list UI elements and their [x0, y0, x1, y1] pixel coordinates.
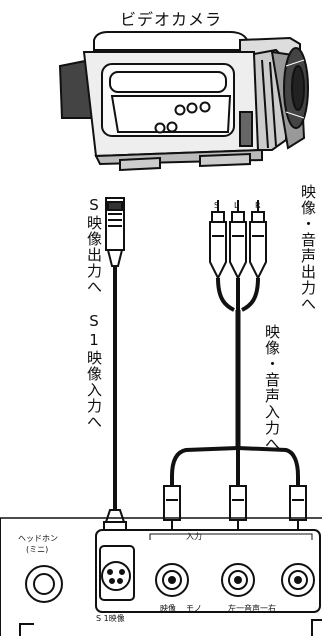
label-s-video-out: S映像出力へ	[85, 196, 103, 295]
camcorder	[58, 31, 309, 172]
panel-headphone-mini-label: (ミニ)	[26, 545, 49, 554]
input-panel	[0, 517, 322, 636]
panel-jack-mono-label: モノ	[186, 604, 202, 613]
panel-jack-video-label: 映像	[160, 604, 176, 613]
s-video-cable	[103, 197, 127, 557]
camcorder-title: ビデオカメラ	[120, 10, 223, 29]
label-s1-video-in: S1映像入力へ	[85, 312, 103, 430]
s-video-jack	[99, 545, 135, 601]
av-plug-top-center	[229, 200, 247, 281]
plug-mark-s: S	[214, 201, 219, 210]
av-plug-top-right	[249, 200, 267, 281]
av-plug-top-left	[209, 200, 227, 281]
rca-jack-video	[155, 563, 189, 597]
rca-jack-audio-right	[281, 563, 315, 597]
panel-headphone-label: ヘッドホン	[18, 534, 58, 543]
plug-mark-r: R	[255, 201, 261, 210]
panel-jack-audio-lr-label: 左一音声一右	[228, 604, 276, 613]
plug-mark-l: L	[234, 201, 239, 210]
panel-input-group-label: 入力	[186, 532, 202, 541]
headphone-jack	[25, 565, 63, 603]
label-av-out: 映像・音声出力へ	[299, 184, 317, 312]
label-av-in: 映像・音声入力へ	[263, 324, 281, 452]
av-cable	[163, 200, 307, 536]
panel-s1-video-label: S 1映像	[96, 614, 125, 623]
rca-jack-audio-left	[221, 563, 255, 597]
